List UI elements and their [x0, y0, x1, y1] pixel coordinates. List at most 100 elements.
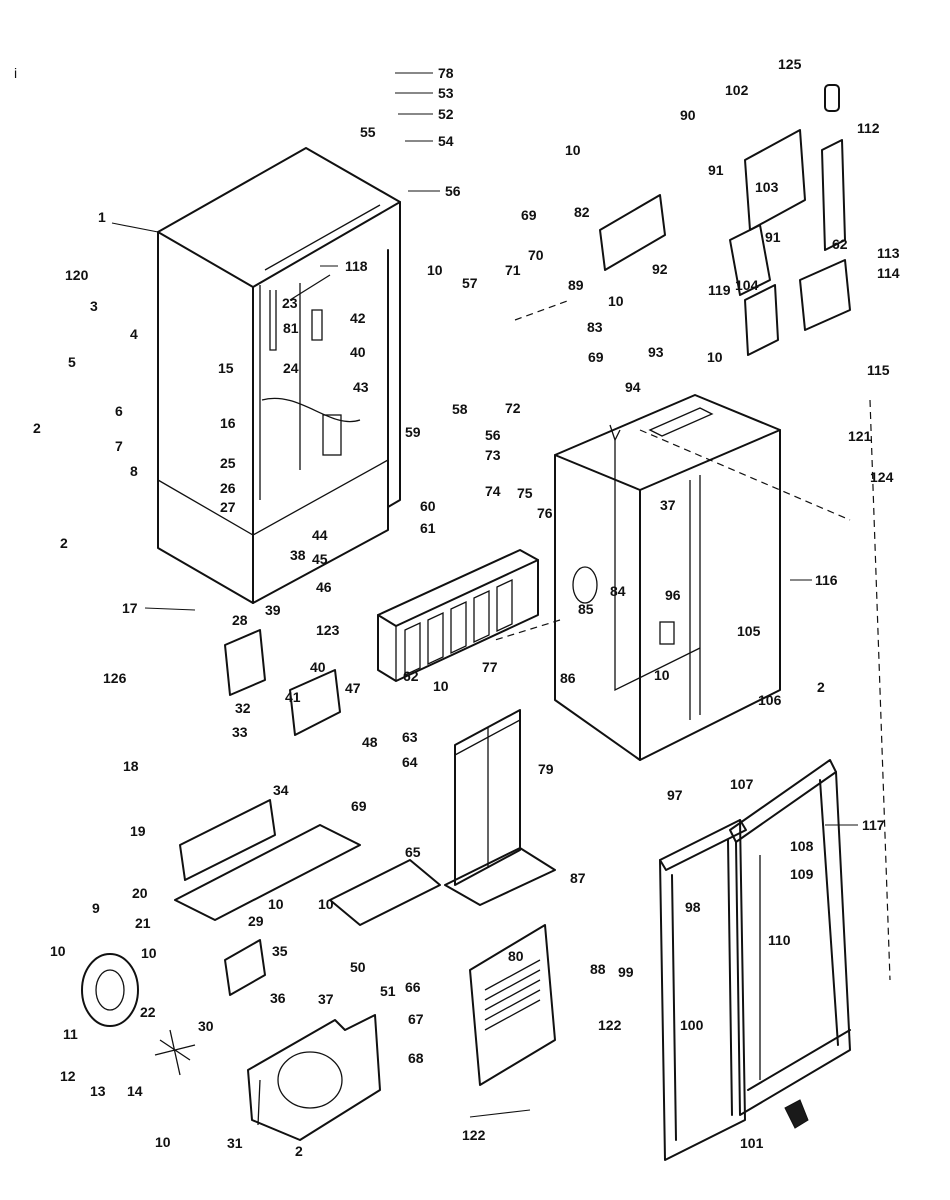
label-12: 12	[60, 1068, 76, 1084]
label-89: 89	[568, 277, 584, 293]
label-94: 94	[625, 379, 641, 395]
label-114: 114	[877, 265, 900, 281]
label-10g: 10	[318, 896, 334, 912]
label-69b: 69	[521, 207, 537, 223]
label-10c: 10	[141, 945, 157, 961]
label-117: 117	[862, 817, 885, 833]
label-123: 123	[316, 622, 340, 638]
label-82: 82	[574, 204, 590, 220]
label-19: 19	[130, 823, 146, 839]
label-118: 118	[345, 258, 368, 274]
label-11: 11	[63, 1026, 78, 1042]
label-46: 46	[316, 579, 332, 595]
label-6: 6	[115, 403, 123, 419]
label-81a: 81	[283, 320, 299, 336]
label-121: 121	[848, 428, 872, 444]
label-124: 124	[870, 469, 894, 485]
label-93: 93	[648, 344, 664, 360]
label-10d: 10	[155, 1134, 171, 1150]
label-116: 116	[815, 572, 838, 588]
label-23: 23	[282, 295, 298, 311]
label-29: 29	[248, 913, 264, 929]
label-14: 14	[127, 1083, 143, 1099]
label-44: 44	[312, 527, 328, 543]
label-110: 110	[768, 932, 791, 948]
label-3: 3	[90, 298, 98, 314]
label-97: 97	[667, 787, 683, 803]
label-22: 22	[140, 1004, 156, 1020]
label-101: 101	[740, 1135, 764, 1151]
label-40b: 40	[310, 659, 326, 675]
label-25: 25	[220, 455, 236, 471]
label-45: 45	[312, 551, 328, 567]
label-5: 5	[68, 354, 76, 370]
label-17: 17	[122, 600, 138, 616]
label-64: 64	[402, 754, 418, 770]
label-78: 78	[438, 65, 454, 81]
label-112: 112	[857, 120, 880, 136]
label-62a: 62	[403, 668, 419, 684]
label-68: 68	[408, 1050, 424, 1066]
label-10b: 10	[50, 943, 66, 959]
label-119: 119	[708, 282, 731, 298]
label-107: 107	[730, 776, 754, 792]
label-126: 126	[103, 670, 127, 686]
label-35: 35	[272, 943, 288, 959]
label-38: 38	[290, 547, 306, 563]
label-39: 39	[265, 602, 281, 618]
label-75: 75	[517, 485, 533, 501]
label-42: 42	[350, 310, 366, 326]
label-115: 115	[867, 362, 890, 378]
leader-lines	[111, 72, 858, 1118]
label-4: 4	[130, 326, 138, 342]
label-60: 60	[420, 498, 436, 514]
label-21: 21	[135, 915, 151, 931]
label-10k: 10	[654, 667, 670, 683]
dashed-connector-1	[639, 429, 851, 521]
label-31: 31	[227, 1135, 243, 1151]
label-90: 90	[680, 107, 696, 123]
label-36: 36	[270, 990, 286, 1006]
label-50: 50	[350, 959, 366, 975]
label-37b: 37	[660, 497, 676, 513]
label-122b: 122	[462, 1127, 486, 1143]
freezer-liner	[554, 394, 781, 761]
label-56b: 56	[485, 427, 501, 443]
label-16: 16	[220, 415, 236, 431]
label-83: 83	[587, 319, 603, 335]
label-10f: 10	[433, 678, 449, 694]
label-54: 54	[438, 133, 454, 149]
label-24: 24	[283, 360, 299, 376]
label-56a: 56	[445, 183, 461, 199]
label-48: 48	[362, 734, 378, 750]
label-85: 85	[578, 601, 594, 617]
label-13: 13	[90, 1083, 106, 1099]
label-61: 61	[420, 520, 436, 536]
part-labels: 78 53 52 54 55 56 1 118 23 42 81 40 15 2…	[33, 56, 900, 1159]
label-15: 15	[218, 360, 234, 376]
label-69c: 69	[588, 349, 604, 365]
label-41: 41	[285, 689, 301, 705]
label-2b: 2	[60, 535, 68, 551]
label-105: 105	[737, 623, 761, 639]
label-2d: 2	[817, 679, 825, 695]
label-55: 55	[360, 124, 376, 140]
label-34: 34	[273, 782, 289, 798]
label-99: 99	[618, 964, 634, 980]
label-103: 103	[755, 179, 779, 195]
label-10e: 10	[427, 262, 443, 278]
label-40a: 40	[350, 344, 366, 360]
label-63: 63	[402, 729, 418, 745]
label-62b: 62	[832, 236, 848, 252]
label-37a: 37	[318, 991, 334, 1007]
label-91b: 91	[765, 229, 781, 245]
label-91a: 91	[708, 162, 724, 178]
label-59: 59	[405, 424, 421, 440]
label-10a: 10	[268, 896, 284, 912]
label-28: 28	[232, 612, 248, 628]
label-108: 108	[790, 838, 814, 854]
label-100: 100	[680, 1017, 704, 1033]
label-66: 66	[405, 979, 421, 995]
